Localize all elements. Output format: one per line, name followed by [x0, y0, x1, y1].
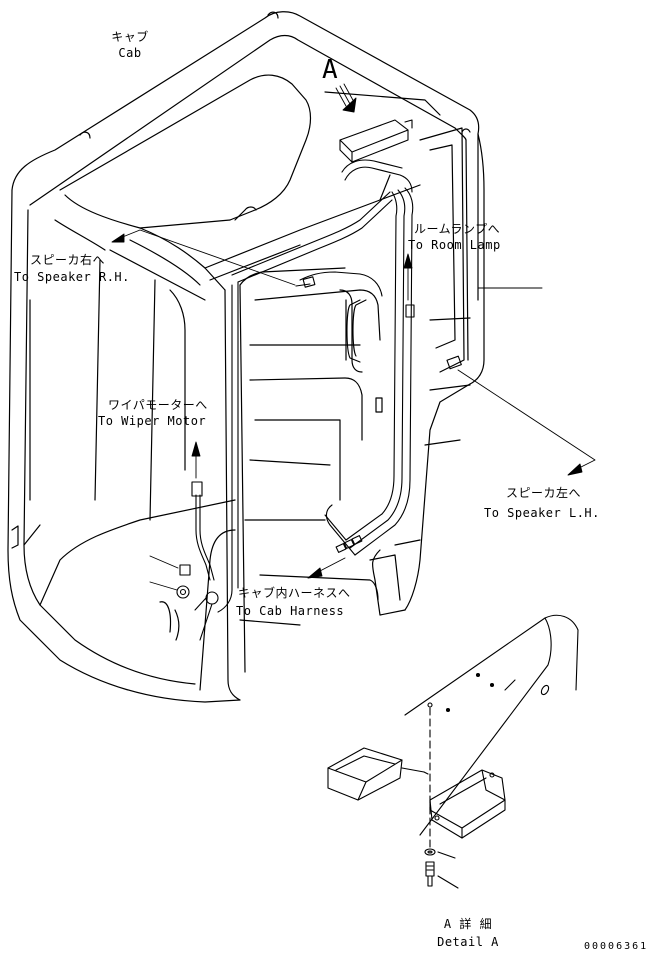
speaker-rh-label-jp: スピーカ右へ [30, 253, 106, 267]
cab-label-jp: キャブ [111, 30, 149, 44]
detail-a-label-en: Detail A [437, 935, 499, 949]
wiring-harness [196, 160, 413, 612]
leader-lines [111, 84, 595, 590]
speaker-lh-label-jp: スピーカ左へ [506, 486, 582, 500]
room-lamp-label-jp: ルームランプへ [414, 222, 501, 236]
cab-label-en: Cab [118, 46, 142, 60]
speaker-lh-label-en: To Speaker L.H. [484, 506, 600, 520]
view-a-marker: A [322, 55, 338, 85]
wiper-motor-label-jp: ワイパモーターへ [108, 398, 208, 412]
cab-harness-label-jp: キャブ内ハーネスへ [238, 586, 351, 600]
detail-a-label-jp: A 詳 細 [443, 917, 493, 931]
speaker-rh-label-en: To Speaker R.H. [14, 270, 130, 284]
drawing-number: 00006361 [584, 941, 649, 952]
room-lamp-label-en: To Room Lamp [408, 238, 501, 252]
cab-harness-label-en: To Cab Harness [236, 604, 345, 618]
detail-a-view [328, 615, 578, 888]
connectors [177, 120, 461, 640]
wiper-motor-label-en: To Wiper Motor [98, 414, 207, 428]
cab-frame [8, 12, 484, 702]
